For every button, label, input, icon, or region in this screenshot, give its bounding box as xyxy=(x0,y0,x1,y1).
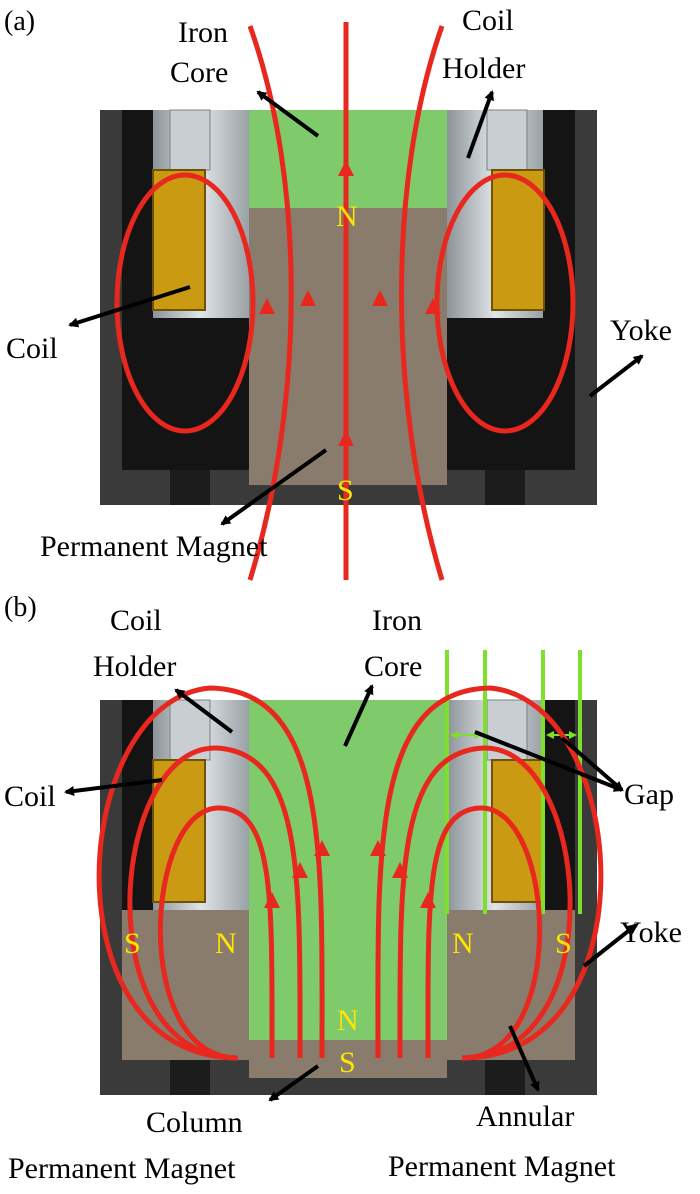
leader-arrow xyxy=(560,736,624,792)
leader-arrow xyxy=(588,354,644,398)
label-coil-holder-b-1: Coil xyxy=(110,604,162,637)
leader-arrow xyxy=(474,730,624,792)
label-annular-1: Annular xyxy=(476,1100,574,1133)
column-magnet-b xyxy=(249,1040,447,1078)
label-iron-core-a-1: Iron xyxy=(178,16,228,49)
field-loop-a-right xyxy=(434,172,576,434)
gap-lines-b xyxy=(445,650,582,914)
label-column-2: Permanent Magnet xyxy=(8,1152,236,1185)
pole-label: S xyxy=(337,474,354,507)
bolt-b-right xyxy=(485,1060,525,1095)
panel-a-tag: (a) xyxy=(4,6,35,37)
leader-arrow xyxy=(268,1064,320,1102)
field-lines-b xyxy=(96,685,604,1061)
coil-a-left xyxy=(152,169,206,311)
pole-label: N xyxy=(336,200,358,233)
label-coil-a: Coil xyxy=(6,332,58,365)
pole-label: N xyxy=(452,927,474,960)
coil-holder-a-right-inner xyxy=(486,109,528,171)
field-arrow xyxy=(338,160,354,176)
label-coil-holder-a-2: Holder xyxy=(442,52,525,85)
field-arrow xyxy=(314,840,330,856)
iron-core-b xyxy=(249,700,447,1040)
label-coil-b: Coil xyxy=(4,780,56,813)
field-lines-a xyxy=(114,22,576,581)
field-loop-b-right-inner xyxy=(425,805,543,1061)
leader-arrow xyxy=(68,285,191,328)
field-arrow xyxy=(259,298,275,314)
panel-b-tag: (b) xyxy=(4,592,37,623)
label-annular-2: Permanent Magnet xyxy=(388,1150,616,1183)
leader-arrow xyxy=(466,90,494,159)
bolt-a-right xyxy=(485,470,525,505)
panel-b: (b) xyxy=(4,592,682,1185)
pole-label: N xyxy=(337,1004,359,1037)
field-arrow xyxy=(370,840,386,856)
label-column-1: Column xyxy=(146,1106,243,1139)
leader-arrow xyxy=(174,688,234,734)
label-yoke-a: Yoke xyxy=(610,314,672,347)
leader-arrow xyxy=(582,923,638,968)
coil-a-right xyxy=(491,169,545,311)
field-arrow xyxy=(264,892,280,908)
field-loop-b-left-outer xyxy=(96,685,325,1061)
leader-arrow xyxy=(343,684,374,747)
pole-label: S xyxy=(339,1046,356,1079)
field-arrow xyxy=(300,290,316,306)
pole-label: S xyxy=(555,927,572,960)
label-coil-holder-b-2: Holder xyxy=(93,650,176,683)
field-loop-b-right-outer xyxy=(375,685,604,1061)
leader-arrows-b xyxy=(64,684,638,1102)
bolt-a-left xyxy=(170,470,210,505)
label-gap-b: Gap xyxy=(624,778,674,811)
coil-holder-a-left-inner xyxy=(169,109,211,171)
field-line-a-left xyxy=(247,25,294,581)
field-loop-a-left xyxy=(114,172,256,434)
panel-a: (a) xyxy=(4,4,672,581)
bolt-b-left xyxy=(170,1060,210,1095)
leader-arrow xyxy=(508,1025,540,1092)
label-iron-core-a-2: Core xyxy=(170,56,228,89)
field-arrow xyxy=(392,862,408,878)
leader-arrow xyxy=(64,778,163,796)
field-arrow xyxy=(372,290,388,306)
leader-arrows-a xyxy=(68,90,644,526)
field-arrow xyxy=(292,862,308,878)
pole-label: S xyxy=(124,927,141,960)
leader-arrow xyxy=(256,90,320,138)
field-arrow xyxy=(425,298,441,314)
label-permanent-magnet-a: Permanent Magnet xyxy=(40,530,268,563)
label-iron-core-b-2: Core xyxy=(364,650,422,683)
field-arrows-b xyxy=(264,840,436,908)
pole-label: N xyxy=(215,927,237,960)
field-arrow xyxy=(420,892,436,908)
label-iron-core-b-1: Iron xyxy=(372,604,422,637)
field-arrow xyxy=(338,430,354,446)
leader-arrow xyxy=(220,448,328,526)
label-coil-holder-a-1: Coil xyxy=(462,4,514,37)
field-arrows-a xyxy=(259,160,441,446)
field-loop-b-left-inner xyxy=(157,805,275,1061)
field-loop-b-right-mid xyxy=(397,745,573,1061)
field-loop-b-left-mid xyxy=(127,745,303,1061)
field-line-a-right xyxy=(399,25,445,581)
